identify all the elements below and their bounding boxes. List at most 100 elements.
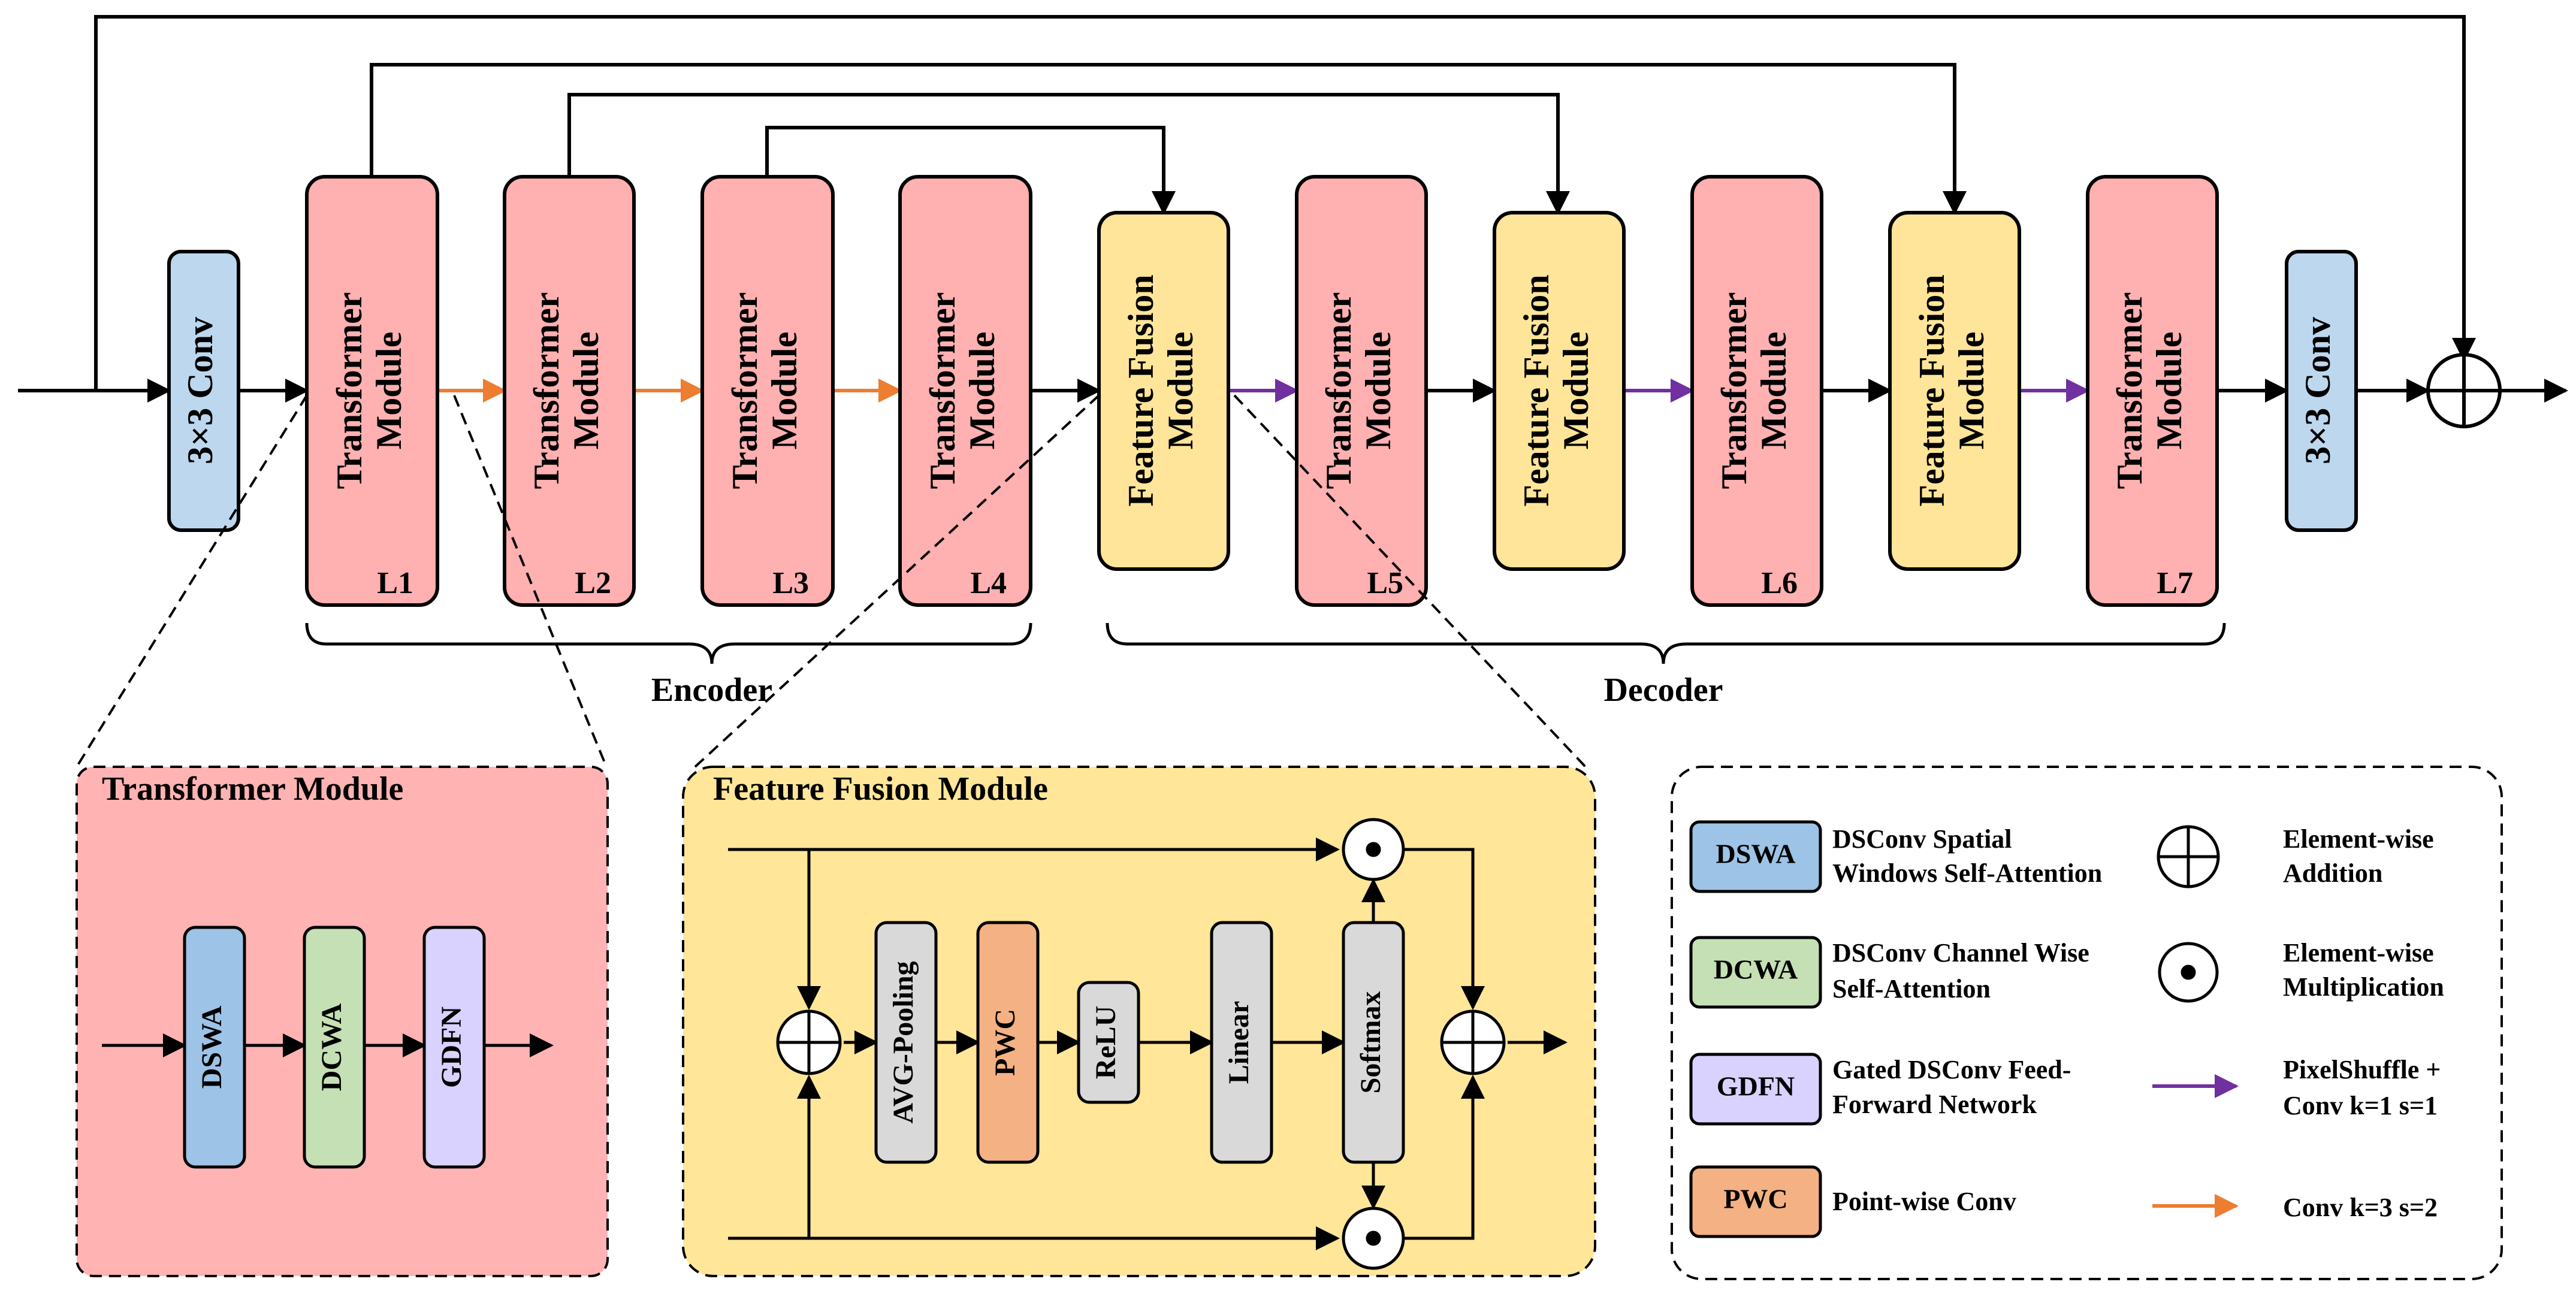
l4-label-line1: Transformer (923, 292, 962, 489)
l5-label-line2: Module (1358, 332, 1398, 450)
dcwa-block (303, 926, 366, 1169)
legend-gdfn-tag: GDFN (1717, 1071, 1795, 1102)
ffm2-label-line2: Module (1556, 332, 1596, 450)
transformer-detail-title: Transformer Module (102, 770, 403, 808)
l7-label-line2: Module (2149, 332, 2189, 450)
legend-pwc-desc: Point-wise Conv (1832, 1187, 2016, 1216)
gdfn-block (422, 926, 486, 1169)
level-l1: L1 (377, 566, 413, 600)
decoder-brace (1106, 622, 2226, 664)
level-l3: L3 (772, 566, 809, 600)
group-braces (305, 622, 2226, 664)
l3-label-line1: Transformer (725, 292, 765, 489)
fusion-block-3 (1888, 211, 2021, 571)
l6-label-line2: Module (1754, 332, 1793, 450)
legend-pwc-tag: PWC (1723, 1184, 1787, 1214)
output-add-icon (2426, 353, 2502, 428)
legend-gdfn-desc-1: Gated DSConv Feed- (1832, 1055, 2071, 1084)
relu-label: ReLU (1090, 1006, 1122, 1080)
gdfn-label: GDFN (436, 1006, 467, 1088)
ffm1-label-line1: Feature Fusion (1121, 274, 1161, 506)
level-l5: L5 (1367, 566, 1403, 600)
fusion-add-left-icon (776, 1009, 842, 1075)
input-conv-block (167, 250, 240, 532)
relu-block (1077, 981, 1140, 1104)
legend-add-desc-1: Element-wise (2283, 824, 2434, 854)
transformer-detail-panel: Transformer Module DSWA DCWA GDFN (76, 766, 609, 1277)
legend-conv-desc: Conv k=3 s=2 (2283, 1193, 2438, 1222)
ffm1-label-line2: Module (1161, 332, 1200, 450)
legend-dswa-tag: DSWA (1716, 839, 1796, 869)
l5-label-line1: Transformer (1319, 292, 1358, 489)
linear-block (1210, 921, 1273, 1164)
dswa-label: DSWA (196, 1005, 228, 1089)
input-conv-label: 3×3 Conv (180, 317, 220, 464)
dswa-block (183, 926, 246, 1169)
ffm3-label-line2: Module (1952, 332, 1991, 450)
ffm2-label-line1: Feature Fusion (1517, 274, 1556, 506)
transformer-block-l5 (1295, 175, 1428, 607)
softmax-block (1342, 921, 1405, 1164)
zoom-lines (76, 394, 1587, 768)
level-labels: L1 L2 L3 L4 L5 L6 L7 (377, 566, 2193, 600)
encoder-label: Encoder (651, 672, 772, 709)
l6-label-line1: Transformer (1714, 292, 1754, 489)
legend-pixel-desc-2: Conv k=1 s=1 (2283, 1091, 2438, 1120)
main-pipeline (18, 15, 2568, 403)
legend-mul-desc-1: Element-wise (2283, 938, 2434, 968)
l7-label-line1: Transformer (2110, 292, 2149, 489)
level-l2: L2 (575, 566, 611, 600)
softmax-label: Softmax (1355, 991, 1387, 1094)
l1-label-line2: Module (369, 332, 409, 450)
fusion-add-right-icon (1440, 1009, 1506, 1075)
fusion-mul-bottom-icon (1342, 1207, 1405, 1270)
legend-gdfn-desc-2: Forward Network (1832, 1090, 2037, 1119)
pwc-label: PWC (989, 1009, 1021, 1076)
avg-pooling-label: AVG-Pooling (887, 961, 919, 1123)
fusion-mul-top-icon (1342, 818, 1405, 881)
legend-add-icon (2157, 825, 2220, 888)
legend-dcwa-swatch (1689, 936, 1822, 1009)
fusion-detail-panel: Feature Fusion Module (682, 766, 1596, 1277)
l3-label-line2: Module (765, 332, 804, 450)
main-boxes (167, 175, 2358, 607)
dcwa-label: DCWA (316, 1003, 348, 1091)
level-l6: L6 (1761, 566, 1798, 600)
legend-dswa-desc-2: Windows Self-Attention (1832, 858, 2102, 888)
legend-mul-desc-2: Multiplication (2283, 972, 2444, 1002)
legend-pwc-swatch (1689, 1165, 1822, 1238)
avg-pooling-block (874, 921, 938, 1164)
transformer-block-l6 (1690, 175, 1823, 607)
output-conv-block (2285, 250, 2358, 532)
l2-label-line2: Module (566, 332, 606, 450)
transformer-block-l4 (898, 175, 1032, 607)
ffm3-label-line1: Feature Fusion (1912, 274, 1952, 506)
encoder-brace (305, 622, 1032, 664)
skip-l3-line (765, 126, 1176, 215)
decoder-label: Decoder (1603, 672, 1723, 709)
legend-pixel-desc-1: PixelShuffle + (2283, 1055, 2441, 1084)
legend-panel: DSWA DSConv Spatial Windows Self-Attenti… (1671, 766, 2503, 1280)
output-conv-label: 3×3 Conv (2298, 317, 2338, 464)
level-l4: L4 (970, 566, 1007, 600)
transformer-block-l7 (2086, 175, 2219, 607)
skip-l2-line (567, 93, 1570, 215)
l1-label-line1: Transformer (330, 292, 369, 489)
linear-label: Linear (1223, 1001, 1255, 1084)
skip-l1-line (370, 63, 1967, 215)
global-skip-line (94, 15, 2476, 391)
l4-label-line2: Module (962, 332, 1002, 450)
transformer-block-l1 (305, 175, 439, 607)
legend-dcwa-desc-2: Self-Attention (1832, 974, 1991, 1003)
fusion-block-2 (1493, 211, 1626, 571)
legend-dswa-swatch (1689, 820, 1822, 893)
legend-dcwa-tag: DCWA (1714, 954, 1798, 985)
fusion-detail-title: Feature Fusion Module (713, 770, 1048, 808)
legend-gdfn-swatch (1689, 1053, 1822, 1126)
fusion-block-1 (1097, 211, 1230, 571)
level-l7: L7 (2157, 566, 2193, 600)
legend-dcwa-desc-1: DSConv Channel Wise (1832, 938, 2089, 968)
legend-mul-icon (2158, 942, 2219, 1003)
